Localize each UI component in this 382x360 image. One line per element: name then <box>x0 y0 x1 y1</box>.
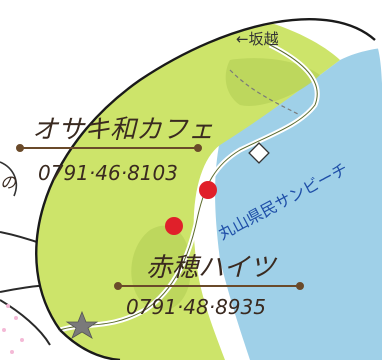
cafe-callout-bar <box>16 144 202 152</box>
edge-fragment-label: の <box>0 173 17 192</box>
lens-outline <box>35 17 376 331</box>
hotel-phone: 0791·48·8935 <box>126 295 266 319</box>
hotel-callout-bar <box>114 282 304 290</box>
cafe-phone: 0791·46·8103 <box>38 161 178 185</box>
forest-patch <box>131 225 191 311</box>
cafe-marker[interactable] <box>199 181 217 199</box>
gate-icon <box>248 142 270 164</box>
gray-star-icon <box>65 310 99 339</box>
edge-arc <box>0 161 18 197</box>
trail <box>229 69 301 116</box>
cafe-name: オサキ和カフェ <box>32 115 214 145</box>
hill-patch <box>225 58 320 106</box>
pass-direction-label: ←坂越 <box>236 30 279 48</box>
hotel-name: 赤穂ハイツ <box>146 253 277 283</box>
sea-area <box>215 48 382 360</box>
decor-dots <box>2 304 24 354</box>
hotel-marker[interactable] <box>165 217 183 235</box>
